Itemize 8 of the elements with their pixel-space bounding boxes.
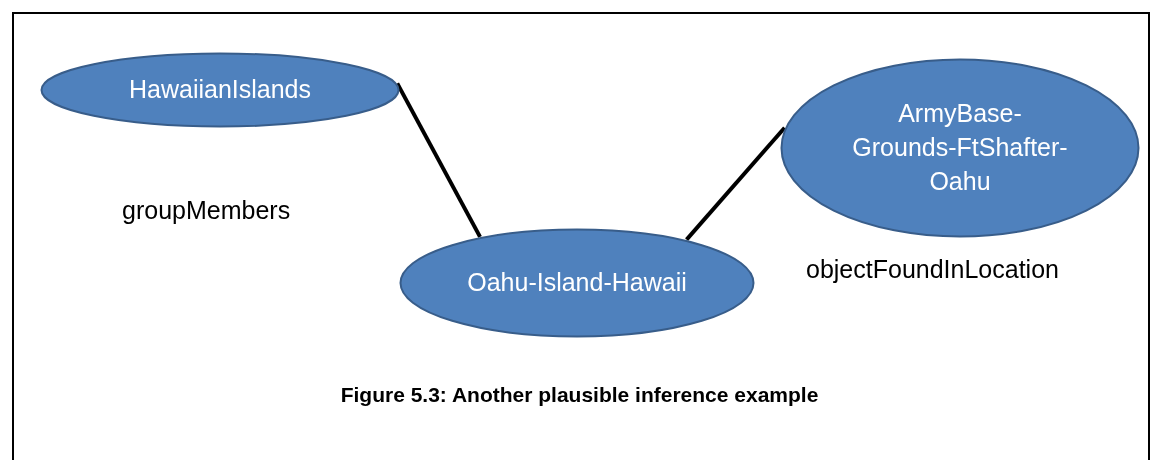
- figure-caption: Figure 5.3: Another plausible inference example: [340, 383, 819, 407]
- relation-label: objectFoundInLocation: [806, 255, 1059, 284]
- node-label: HawaiianIslands: [128, 74, 311, 106]
- connector-line: [685, 126, 787, 241]
- relation-label: groupMembers: [122, 196, 291, 225]
- node-label: ArmyBase-Grounds-FtShafter-Oahu: [851, 98, 1069, 197]
- node-label: Oahu-Island-Hawaii: [467, 267, 687, 299]
- connector-line: [395, 82, 482, 238]
